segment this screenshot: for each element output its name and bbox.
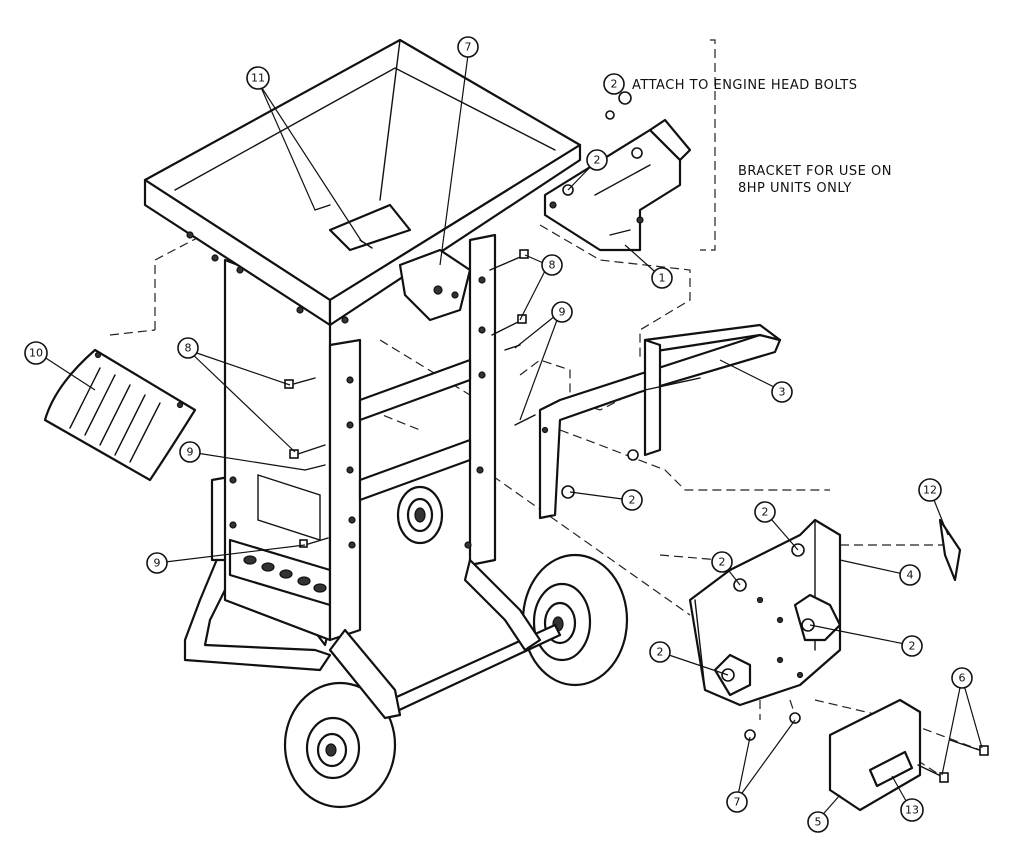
note-bracket-line-2: 8HP UNITS ONLY — [738, 181, 852, 196]
callout-9-left-upper: 9 — [179, 441, 201, 463]
svg-text:2: 2 — [657, 646, 664, 659]
svg-text:4: 4 — [907, 569, 914, 582]
svg-text:10: 10 — [29, 347, 43, 360]
svg-text:2: 2 — [594, 154, 601, 167]
deflector-part-10 — [43, 348, 197, 482]
handle-part-3 — [538, 323, 782, 520]
callout-9-left-lower: 9 — [146, 552, 168, 574]
svg-text:9: 9 — [187, 446, 194, 459]
callout-6: 6 — [951, 667, 973, 689]
front-wheel — [283, 681, 397, 809]
main-frame — [223, 233, 542, 720]
callout-13: 13 — [900, 798, 924, 822]
top-bracket — [398, 248, 472, 322]
svg-text:2: 2 — [719, 556, 726, 569]
callout-2-f: 2 — [901, 635, 923, 657]
engine-bracket-part-1 — [543, 118, 692, 252]
svg-text:13: 13 — [905, 804, 919, 817]
svg-text:8: 8 — [549, 259, 556, 272]
svg-text:3: 3 — [779, 386, 786, 399]
svg-text:12: 12 — [923, 484, 937, 497]
svg-text:5: 5 — [815, 816, 822, 829]
svg-text:1: 1 — [659, 272, 666, 285]
callout-2-c: 2 — [621, 489, 643, 511]
callout-7-bottom: 7 — [726, 791, 748, 813]
vent-holes — [243, 555, 327, 593]
note-engine-head-bolts: ATTACH TO ENGINE HEAD BOLTS — [632, 78, 858, 93]
svg-text:2: 2 — [762, 506, 769, 519]
svg-text:9: 9 — [559, 306, 566, 319]
callout-7-top: 7 — [457, 36, 479, 58]
belt-guard-part-4 — [688, 518, 842, 707]
notes: ATTACH TO ENGINE HEAD BOLTS BRACKET FOR … — [632, 78, 892, 196]
svg-text:2: 2 — [909, 640, 916, 653]
callout-8-right: 8 — [541, 254, 563, 276]
callout-4: 4 — [899, 564, 921, 586]
callout-2-e: 2 — [711, 551, 733, 573]
callout-10: 10 — [24, 341, 48, 365]
callout-2-d: 2 — [754, 501, 776, 523]
guard-plate-part-5 — [828, 698, 922, 812]
note-bracket-line-1: BRACKET FOR USE ON — [738, 164, 892, 179]
svg-text:6: 6 — [959, 672, 966, 685]
hopper — [143, 38, 582, 327]
svg-text:7: 7 — [465, 41, 472, 54]
svg-text:7: 7 — [734, 796, 741, 809]
callout-2-g: 2 — [649, 641, 671, 663]
callout-11: 11 — [246, 66, 270, 90]
svg-text:2: 2 — [629, 494, 636, 507]
callout-3: 3 — [771, 381, 793, 403]
svg-text:11: 11 — [251, 72, 265, 85]
svg-text:8: 8 — [185, 342, 192, 355]
callout-2-a: 2 — [603, 73, 625, 95]
callouts: 2 2 2 2 2 2 2 2 1 3 4 5 6 7 7 8 8 9 9 9 … — [24, 36, 973, 833]
guide-lines — [109, 39, 981, 776]
svg-text:9: 9 — [154, 557, 161, 570]
callout-9-right: 9 — [551, 301, 573, 323]
callout-12: 12 — [918, 478, 942, 502]
rear-wheel — [521, 553, 629, 687]
hardware — [284, 91, 989, 783]
small-plate-part-12 — [938, 518, 962, 582]
callout-2-b: 2 — [586, 149, 608, 171]
callout-5: 5 — [807, 811, 829, 833]
svg-text:2: 2 — [611, 78, 618, 91]
callout-1: 1 — [651, 267, 673, 289]
callout-8-left: 8 — [177, 337, 199, 359]
